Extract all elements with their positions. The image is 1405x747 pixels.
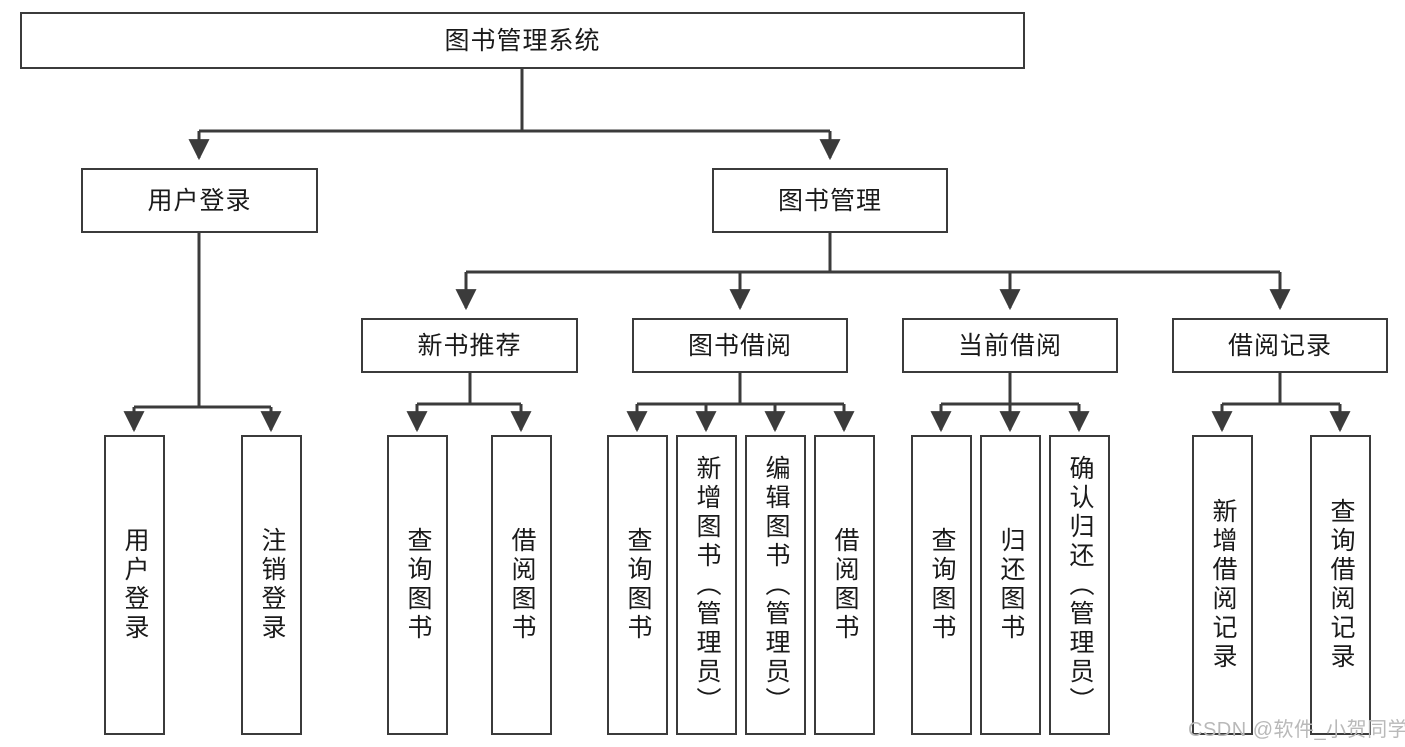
leaf-query-borrow-record[interactable]: 查询借阅记录: [1310, 435, 1371, 735]
leaf-add-borrow-record[interactable]: 新增借阅记录: [1192, 435, 1253, 735]
node-new-book-recommend[interactable]: 新书推荐: [361, 318, 578, 373]
leaf-borrow-book-recommend[interactable]: 借阅图书: [491, 435, 552, 735]
watermark-credit: CSDN @软件_小贺同学: [1188, 719, 1405, 741]
leaf-query-book-current[interactable]: 查询图书: [911, 435, 972, 735]
leaf-confirm-return-admin[interactable]: 确认归还（管理员）: [1049, 435, 1110, 735]
leaf-user-logout[interactable]: 注销登录: [241, 435, 302, 735]
leaf-label: 查询借阅记录: [1327, 498, 1355, 672]
node-label: 图书借阅: [687, 331, 792, 360]
leaf-user-login[interactable]: 用户登录: [104, 435, 165, 735]
node-label: 图书管理: [777, 186, 882, 215]
node-user-login[interactable]: 用户登录: [81, 168, 318, 233]
node-label: 图书管理系统: [444, 26, 601, 55]
leaf-label: 借阅图书: [831, 527, 859, 643]
node-label: 当前借阅: [957, 331, 1062, 360]
leaf-query-book-borrow[interactable]: 查询图书: [607, 435, 668, 735]
leaf-label: 归还图书: [997, 527, 1025, 643]
node-label: 用户登录: [147, 186, 252, 215]
node-borrow-record[interactable]: 借阅记录: [1172, 318, 1388, 373]
leaf-edit-book-admin[interactable]: 编辑图书（管理员）: [745, 435, 806, 735]
leaf-label: 新增图书（管理员）: [693, 454, 721, 716]
leaf-label: 确认归还（管理员）: [1066, 454, 1094, 716]
leaf-query-book-recommend[interactable]: 查询图书: [387, 435, 448, 735]
leaf-label: 查询图书: [928, 527, 956, 643]
leaf-label: 用户登录: [121, 527, 149, 643]
leaf-label: 注销登录: [258, 527, 286, 643]
leaf-label: 新增借阅记录: [1209, 498, 1237, 672]
leaf-label: 借阅图书: [508, 527, 536, 643]
leaf-label: 查询图书: [404, 527, 432, 643]
node-book-management[interactable]: 图书管理: [712, 168, 948, 233]
leaf-return-book[interactable]: 归还图书: [980, 435, 1041, 735]
node-current-borrow[interactable]: 当前借阅: [902, 318, 1118, 373]
node-root-book-management-system[interactable]: 图书管理系统: [20, 12, 1025, 69]
leaf-borrow-book[interactable]: 借阅图书: [814, 435, 875, 735]
node-label: 借阅记录: [1227, 331, 1332, 360]
node-book-borrow[interactable]: 图书借阅: [632, 318, 848, 373]
node-label: 新书推荐: [417, 331, 522, 360]
leaf-label: 编辑图书（管理员）: [762, 454, 790, 716]
leaf-label: 查询图书: [624, 527, 652, 643]
leaf-add-book-admin[interactable]: 新增图书（管理员）: [676, 435, 737, 735]
